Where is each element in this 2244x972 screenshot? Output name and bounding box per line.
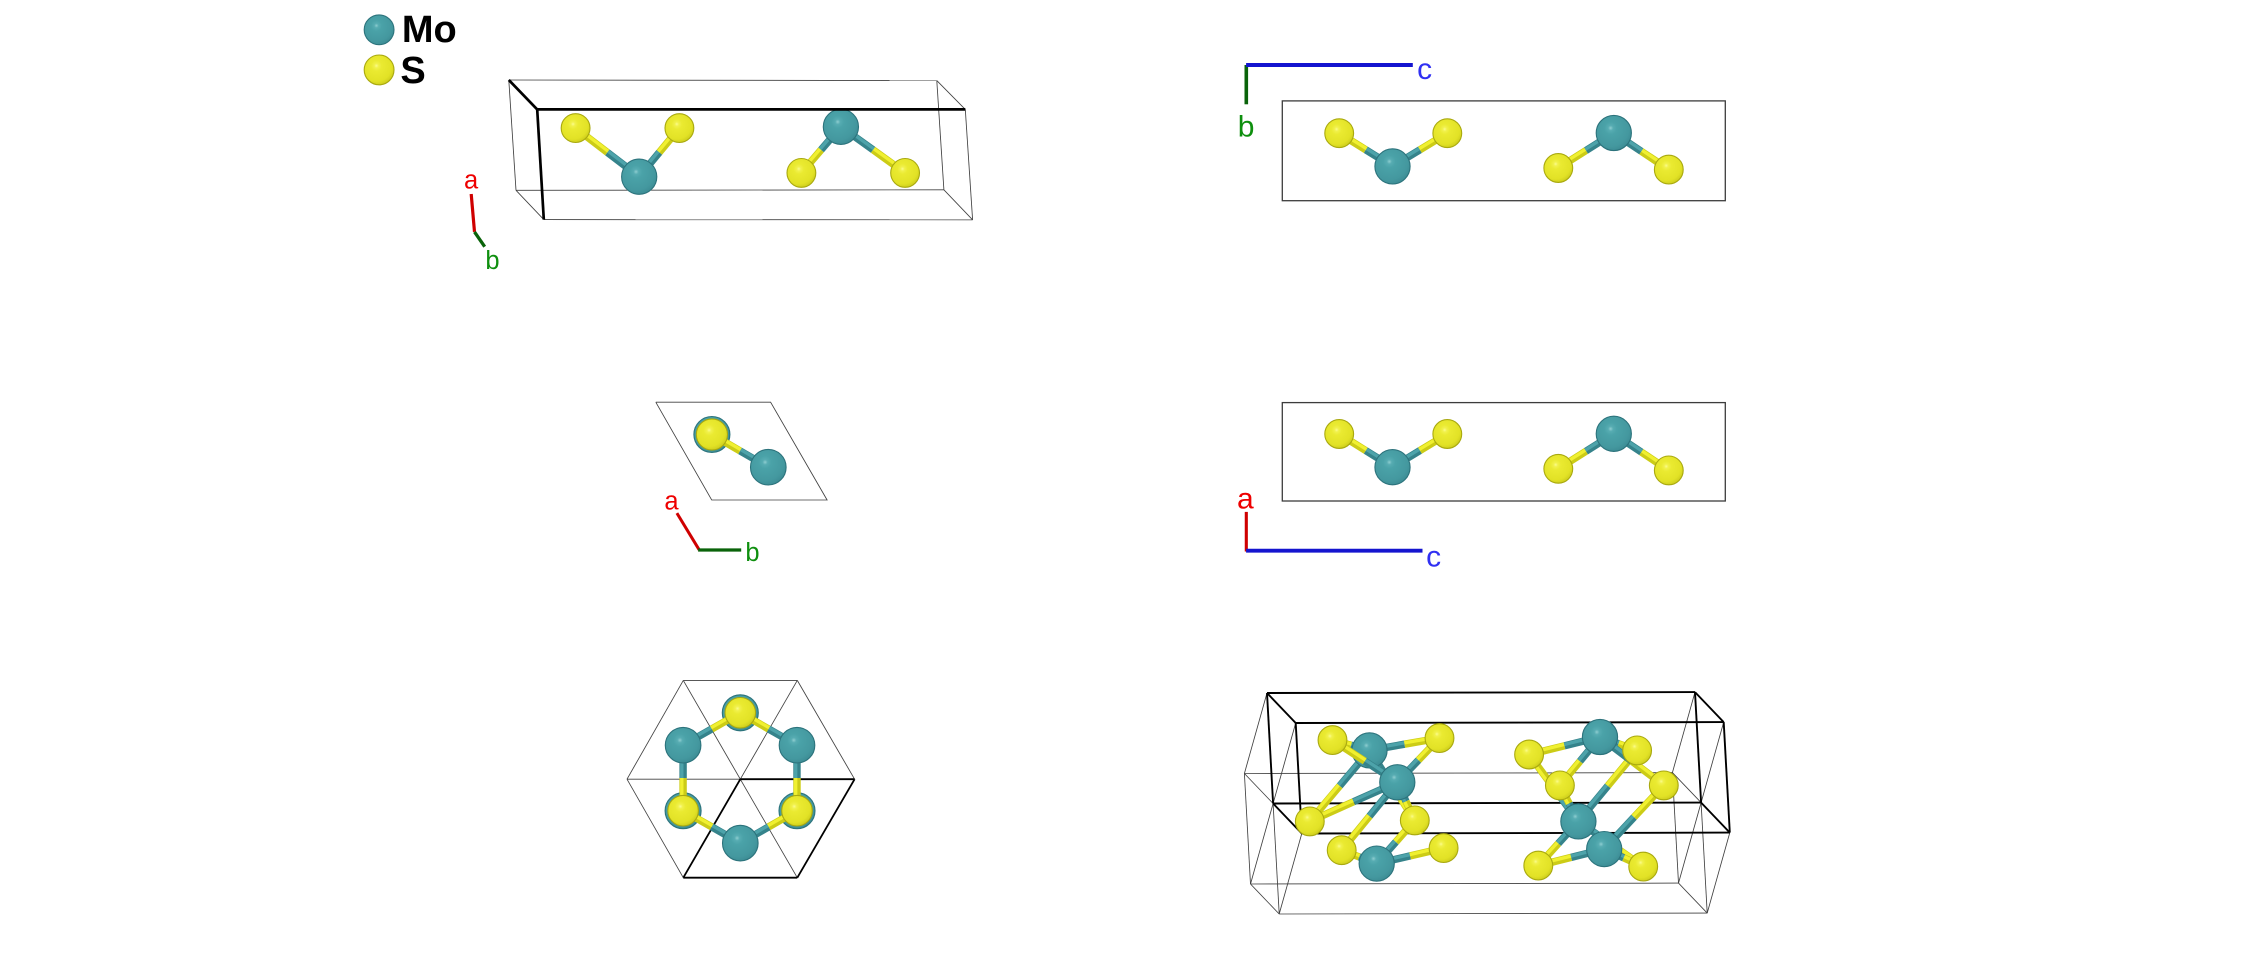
svg-text:c: c — [1426, 541, 1441, 574]
svg-text:c: c — [1417, 53, 1432, 86]
svg-text:a: a — [1237, 483, 1254, 516]
svg-text:a: a — [464, 167, 479, 195]
svg-text:b: b — [1238, 110, 1255, 143]
svg-text:b: b — [745, 539, 759, 567]
svg-text:S: S — [400, 50, 425, 92]
svg-text:b: b — [485, 247, 499, 275]
svg-text:Mo: Mo — [402, 9, 457, 51]
svg-text:a: a — [664, 488, 679, 516]
